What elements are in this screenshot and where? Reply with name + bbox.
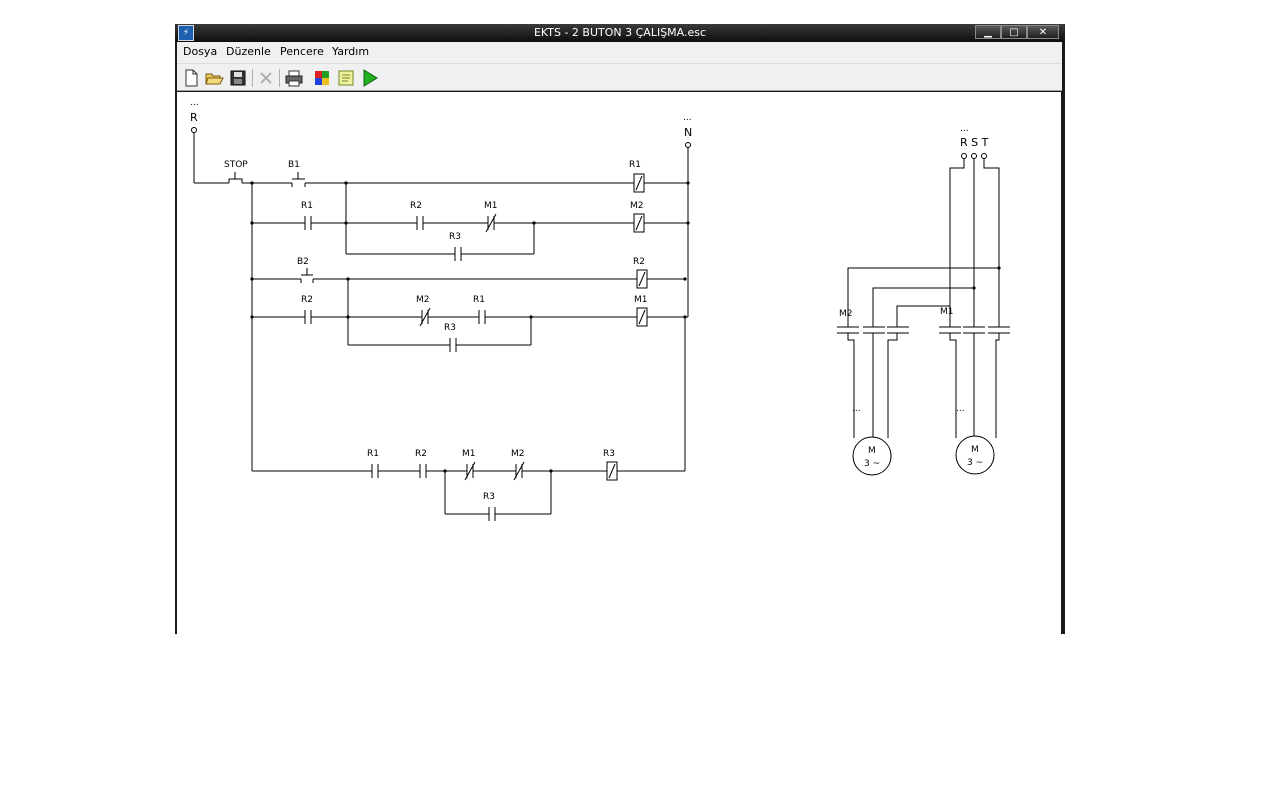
new-document-icon[interactable]	[181, 68, 201, 88]
coil-r2-label: R2	[633, 257, 645, 267]
coil-m1-label: M1	[634, 295, 648, 305]
window-title: EKTS - 2 BUTON 3 ÇALIŞMA.esc	[533, 26, 707, 39]
title-bar[interactable]: ⚡ EKTS - 2 BUTON 3 ÇALIŞMA.esc ▁ □ ✕	[175, 24, 1065, 42]
motor-2-phase: 3 ~	[967, 458, 983, 468]
toolbar-separator	[252, 69, 253, 87]
contact-r2-label: R2	[415, 449, 427, 459]
app-logo-icon: ⚡	[178, 25, 194, 41]
contact-r1-label: R1	[473, 295, 485, 305]
supply-r-label: R	[190, 111, 198, 124]
motor-1-phase: 3 ~	[864, 459, 880, 469]
coil-r1-label: R1	[629, 160, 641, 170]
contact-m1-label: M1	[462, 449, 476, 459]
save-icon[interactable]	[228, 68, 248, 88]
coil-r3-label: R3	[603, 449, 615, 459]
menu-dosya[interactable]: Dosya	[183, 45, 218, 58]
contact-m2-label: M2	[511, 449, 525, 459]
ellipsis-label: ...	[956, 404, 965, 414]
motor-1-label: M	[868, 446, 876, 456]
maximize-button[interactable]: □	[1001, 25, 1027, 39]
ellipsis-label: ...	[190, 98, 199, 108]
menu-yardim[interactable]: Yardım	[332, 45, 370, 58]
supply-n-label: N	[684, 126, 692, 139]
toolbar-separator	[279, 69, 280, 87]
notes-icon[interactable]	[336, 68, 356, 88]
motor-2-label: M	[971, 445, 979, 455]
contact-m2-label: M2	[416, 295, 430, 305]
stop-button-label: STOP	[224, 160, 248, 170]
three-phase-label: R S T	[960, 136, 989, 149]
open-folder-icon[interactable]	[204, 68, 224, 88]
contact-r2-label: R2	[410, 201, 422, 211]
menu-duzenle[interactable]: Düzenle	[226, 45, 271, 58]
menu-bar: Dosya Düzenle Pencere Yardım	[177, 42, 1062, 63]
contact-r3-label: R3	[444, 323, 456, 333]
coil-m2-label: M2	[630, 201, 644, 211]
menu-pencere[interactable]: Pencere	[280, 45, 324, 58]
ellipsis-label: ...	[960, 124, 969, 134]
contact-r1-label: R1	[367, 449, 379, 459]
contact-r3-label: R3	[449, 232, 461, 242]
b1-button-label: B1	[288, 160, 300, 170]
power-contact-m2-label: M2	[839, 309, 853, 319]
ellipsis-label: ...	[852, 404, 861, 414]
minimize-button[interactable]: ▁	[975, 25, 1001, 39]
delete-icon[interactable]	[256, 68, 276, 88]
b2-button-label: B2	[297, 257, 309, 267]
power-contact-m1-label: M1	[940, 307, 954, 317]
run-icon[interactable]	[360, 68, 380, 88]
contact-r1-label: R1	[301, 201, 313, 211]
app-window: ⚡ EKTS - 2 BUTON 3 ÇALIŞMA.esc ▁ □ ✕ Dos…	[175, 24, 1065, 634]
contact-r2-label: R2	[301, 295, 313, 305]
colors-icon[interactable]	[312, 68, 332, 88]
close-button[interactable]: ✕	[1027, 25, 1059, 39]
print-icon[interactable]	[284, 68, 304, 88]
toolbar	[177, 63, 1062, 91]
ellipsis-label: ...	[683, 113, 692, 123]
contact-r3-label: R3	[483, 492, 495, 502]
diagram-canvas[interactable]: ... R ... N STOP B1 R1 R1 R2 M1 R3 M2 B2…	[177, 92, 1061, 634]
contact-m1-label: M1	[484, 201, 498, 211]
circuit-diagram: ... R ... N STOP B1 R1 R1 R2 M1 R3 M2 B2…	[190, 98, 1010, 521]
